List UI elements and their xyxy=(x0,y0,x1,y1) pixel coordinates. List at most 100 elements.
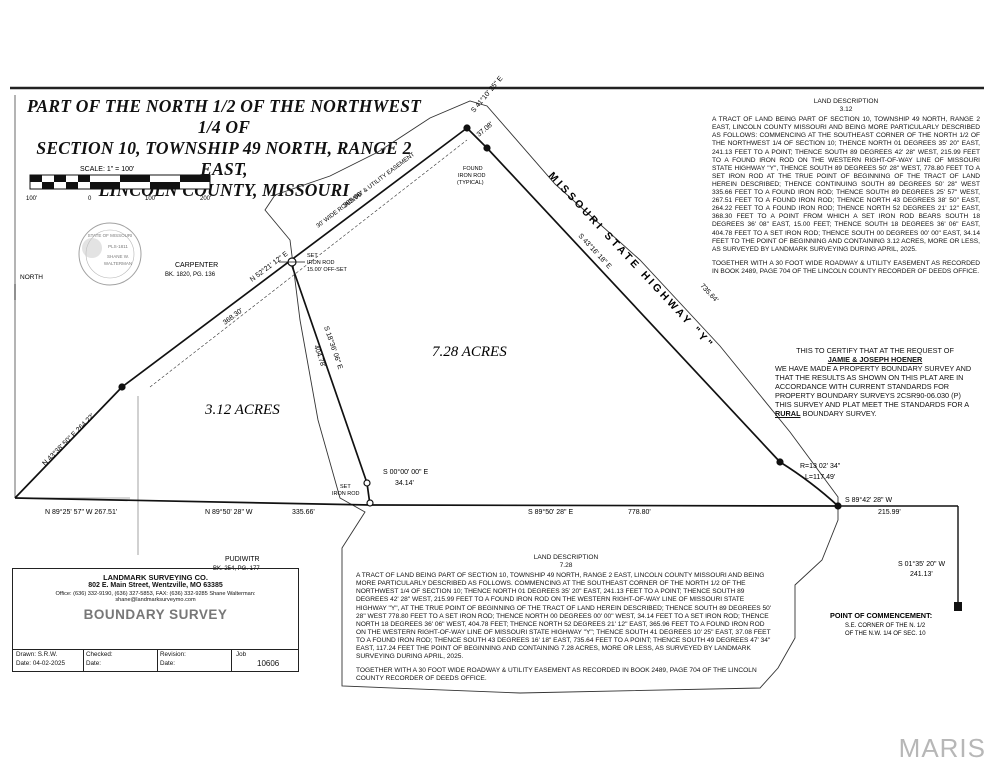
neighbor-carpenter-ref: BK. 1820, PG. 136 xyxy=(165,272,216,278)
boundary-south-east xyxy=(369,504,839,507)
company-name: LANDMARK SURVEYING CO. xyxy=(103,573,208,582)
neighbor-pudiwitr-ref: BK. 254, PG. 177 xyxy=(213,566,260,572)
boundary-s18 xyxy=(289,259,368,484)
set-rod-offset-note-1: SET xyxy=(307,253,318,259)
acreage-label-3-12: 3.12 ACRES xyxy=(204,402,280,418)
set-rod-note-1: SET xyxy=(340,484,351,490)
curve-length: L=117.49' xyxy=(805,474,835,481)
certification-client: JAMIE & JOSEPH HOENER xyxy=(827,355,923,364)
highway-label: MISSOURI STATE HIGHWAY "Y" xyxy=(546,170,717,352)
property-boundaries xyxy=(14,127,839,507)
boundary-curve xyxy=(779,461,839,507)
title-line-1: PART OF THE NORTH 1/2 OF THE NORTHWEST 1… xyxy=(26,96,422,137)
certification-rural: RURAL xyxy=(775,409,801,418)
scale-tick-2: 0 xyxy=(88,196,92,202)
title-block: LANDMARK SURVEYING CO. 802 E. Main Stree… xyxy=(12,568,299,672)
surveyor-certification: THIS TO CERTIFY THAT AT THE REQUEST OF J… xyxy=(775,346,975,418)
scale-tick-4: 200' xyxy=(200,196,211,202)
scale-tick-1: 100' xyxy=(26,196,37,202)
call-3708: 37.08' xyxy=(476,121,495,138)
north-label: NORTH xyxy=(20,274,43,281)
title-line-2: SECTION 10, TOWNSHIP 49 NORTH, RANGE 2 E… xyxy=(36,138,412,179)
boundary-s41 xyxy=(466,127,488,149)
commencement-line-3: OF THE N.W. 1/4 OF SEC. 10 xyxy=(845,631,926,637)
job-label: Job xyxy=(236,651,247,658)
land-description-2-heading: LAND DESCRIPTION xyxy=(533,554,599,561)
land-description-3-12: LAND DESCRIPTION 3.12 A TRACT OF LAND BE… xyxy=(712,98,980,276)
scale-label: SCALE: 1" = 100' xyxy=(80,166,134,173)
land-description-heading: LAND DESCRIPTION xyxy=(813,98,879,105)
land-description-2-easement: TOGETHER WITH A 30 FOOT WIDE ROADWAY & U… xyxy=(356,667,757,683)
call-s89a: S 89°50' 28" E xyxy=(528,508,573,516)
certification-body-end: BOUNDARY SURVEY. xyxy=(800,409,877,418)
job-number: 10606 xyxy=(257,659,280,668)
found-rod-note-3: (TYPICAL) xyxy=(457,180,484,186)
call-778: 778.80' xyxy=(628,509,651,516)
land-description-acres: 3.12 xyxy=(839,106,853,114)
tract-7-28-outline xyxy=(264,100,839,694)
set-rod-note-2: IRON ROD xyxy=(332,491,360,497)
scale-bar: SCALE: 1" = 100' 100' 0 100' 200' xyxy=(26,166,211,202)
land-description-7-28: LAND DESCRIPTION 7.28 A TRACT OF LAND BE… xyxy=(356,554,776,683)
date-label-2: Date: xyxy=(86,660,102,667)
set-rod-offset-note-3: 15.00' OFF-SET xyxy=(307,267,348,273)
call-s89b: S 89°42' 28" W xyxy=(845,496,892,504)
surveyor-seal: STATE OF MISSOURI PLS-1811 SHANE W. WALT… xyxy=(78,222,142,286)
seal-text-2: PLS-1811 xyxy=(108,244,128,249)
boundary-south-west xyxy=(14,497,371,506)
north-arrow: NORTH xyxy=(14,274,43,300)
commencement-marker xyxy=(954,602,962,611)
drawn-value: S.R.W. xyxy=(37,651,58,658)
found-rod-note-1: FOUND xyxy=(463,166,483,172)
neighbor-pudiwitr-name: PUDIWITR xyxy=(225,556,260,563)
commencement-title: POINT OF COMMENCEMENT: xyxy=(830,611,932,620)
land-description-easement: TOGETHER WITH A 30 FOOT WIDE ROADWAY & U… xyxy=(712,259,980,275)
found-rod-note-2: IRON ROD xyxy=(458,173,486,179)
boundary-s43 xyxy=(486,147,781,463)
seal-emblem-icon xyxy=(82,238,102,258)
acreage-label-7-28: 7.28 ACRES xyxy=(432,344,507,360)
date-label-3: Date: xyxy=(160,660,176,667)
checked-label: Checked: xyxy=(86,651,113,658)
seal-text-4: WALTERMAN xyxy=(104,261,132,266)
company-phone: Office: (636) 332-9190, (636) 327-5853, … xyxy=(55,591,256,597)
boundary-n43 xyxy=(14,386,123,499)
call-n89b: N 89°50' 28" W xyxy=(205,508,253,516)
scale-tick-3: 100' xyxy=(145,196,156,202)
easement-label: 30' WIDE ROADWAY & UTILITY EASEMENT xyxy=(316,152,417,230)
land-description-body: A TRACT OF LAND BEING PART OF SECTION 10… xyxy=(712,116,980,253)
drawn-label: Drawn: xyxy=(16,651,36,658)
call-735: 735.64' xyxy=(699,283,720,304)
call-3414: 34.14' xyxy=(395,480,414,487)
call-n89a: N 89°25' 57" W 267.51' xyxy=(45,508,117,516)
call-n43: N 43°38' 50" E 264.22' xyxy=(41,412,96,467)
company-address: 802 E. Main Street, Wentzville, MO 63385 xyxy=(88,582,223,589)
boundary-n52 xyxy=(121,127,468,388)
seal-text-1: STATE OF MISSOURI xyxy=(88,233,133,238)
date-label: Date: xyxy=(16,660,32,667)
call-s01: S 01°35' 20" W xyxy=(898,560,945,568)
commencement-line-2: S.E. CORNER OF THE N. 1/2 xyxy=(845,623,926,629)
call-241: 241.13' xyxy=(910,571,933,578)
easement-line xyxy=(149,139,468,388)
call-215: 215.99' xyxy=(878,509,901,516)
iron-rods xyxy=(118,124,842,510)
certification-body: WE HAVE MADE A PROPERTY BOUNDARY SURVEY … xyxy=(775,364,972,409)
maris-watermark: MARIS xyxy=(898,733,986,763)
call-335: 335.66' xyxy=(292,509,315,516)
certification-line-1: THIS TO CERTIFY THAT AT THE REQUEST OF xyxy=(796,346,954,355)
land-description-2-acres: 7.28 xyxy=(559,562,573,570)
survey-type: BOUNDARY SURVEY xyxy=(83,607,228,622)
revision-label: Revision: xyxy=(160,651,186,658)
company-email: shane@landmarksurveymo.com xyxy=(115,597,196,603)
seal-text-3: SHANE W. xyxy=(107,254,129,259)
call-s41: S 41°10' 25" E xyxy=(469,74,504,114)
set-rod-offset-note-2: IRON ROD xyxy=(307,260,335,266)
land-description-2-body: A TRACT OF LAND BEING PART OF SECTION 10… xyxy=(356,572,772,661)
plat-title: PART OF THE NORTH 1/2 OF THE NORTHWEST 1… xyxy=(14,96,434,201)
date-value: 04-02-2025 xyxy=(32,660,66,667)
call-s00: S 00°00' 00" E xyxy=(383,468,428,476)
curve-radius: R=13 02' 34" xyxy=(800,463,841,470)
neighbor-carpenter-name: CARPENTER xyxy=(175,262,218,269)
